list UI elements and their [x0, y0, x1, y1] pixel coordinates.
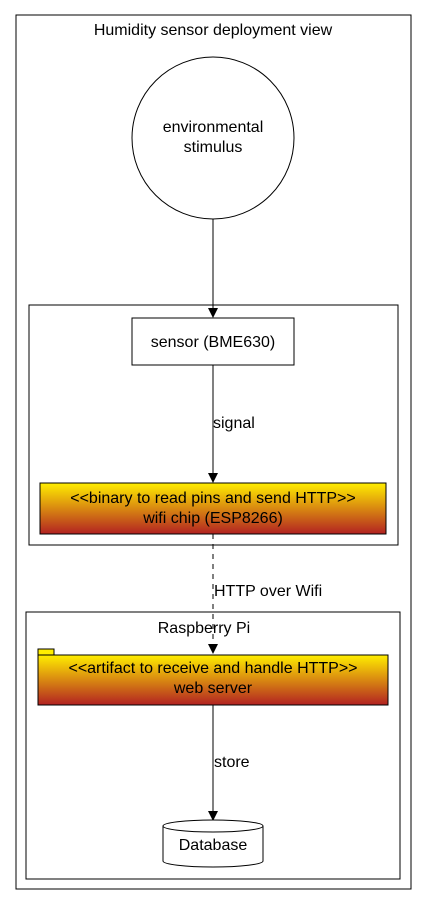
web-server-node	[37, 654, 389, 706]
web-server-label: web server	[173, 680, 253, 697]
wifi-chip-node	[39, 482, 387, 535]
stimulus-label-line1: environmental	[163, 119, 264, 136]
web-server-stereotype: <<artifact to receive and handle HTTP>>	[68, 660, 357, 677]
edge-http-label: HTTP over Wifi	[214, 583, 322, 600]
outer-cluster	[15, 14, 412, 890]
pi-cluster-title: Raspberry Pi	[158, 620, 250, 637]
database-label: Database	[179, 837, 248, 854]
sensor-label: sensor (BME630)	[151, 334, 276, 351]
pi-cluster	[25, 611, 401, 880]
folder-tab	[37, 648, 55, 656]
database-node	[162, 819, 264, 868]
outer-cluster-title: Humidity sensor deployment view	[94, 22, 333, 39]
sensor-node	[131, 317, 295, 366]
database-top-rim	[162, 825, 264, 833]
wifi-chip-label: wifi chip (ESP8266)	[142, 510, 283, 527]
edge-store-label: store	[214, 754, 250, 771]
edge-signal-label: signal	[213, 415, 255, 432]
stimulus-label-line2: stimulus	[184, 139, 243, 156]
wifi-chip-stereotype: <<binary to read pins and send HTTP>>	[70, 490, 356, 507]
stimulus-node	[131, 56, 295, 220]
